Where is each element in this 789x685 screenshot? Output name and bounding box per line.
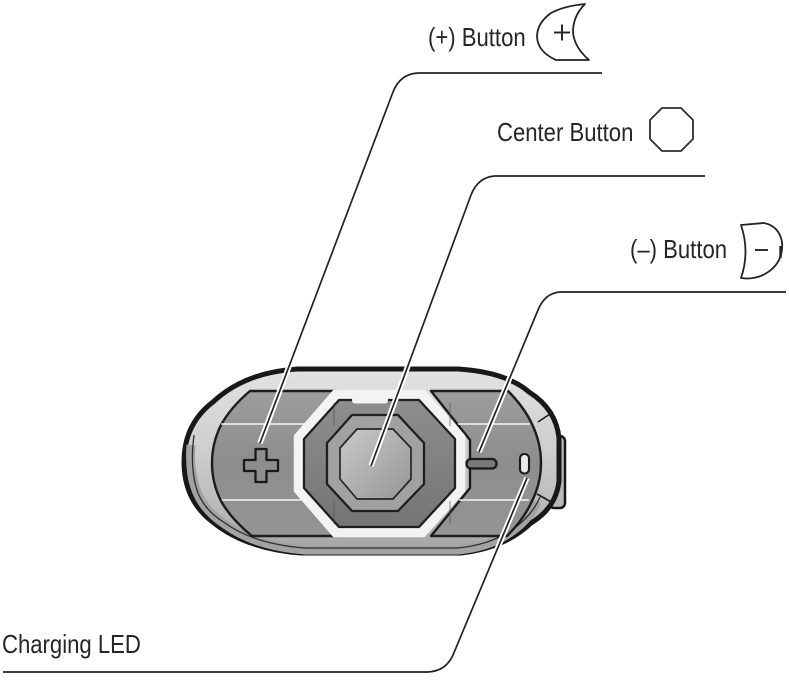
minus-button-leader-line bbox=[478, 291, 786, 453]
minus-button-label: (–) Button bbox=[630, 234, 728, 264]
plus-symbol bbox=[242, 447, 280, 484]
minus-symbol bbox=[465, 457, 498, 470]
body-side-band bbox=[186, 444, 542, 555]
center-button-leader-line bbox=[370, 175, 705, 467]
center-button-label: Center Button bbox=[497, 117, 634, 147]
charging-led-slit bbox=[518, 452, 531, 475]
plus-button-label: (+) Button bbox=[428, 22, 526, 52]
center-button-face bbox=[339, 428, 412, 500]
recess-seams bbox=[333, 403, 451, 524]
recess-top-notch bbox=[352, 396, 388, 404]
charging-led-leader-line bbox=[3, 477, 528, 673]
plus-button-leader-line bbox=[259, 72, 602, 444]
charging-led-label: Charging LED bbox=[2, 629, 141, 659]
body-edge-line bbox=[191, 434, 541, 549]
minus-button-icon bbox=[740, 222, 784, 280]
leader-lines bbox=[3, 70, 786, 675]
center-button-icon bbox=[649, 107, 694, 152]
plus-button-icon bbox=[536, 3, 590, 61]
clamp-seam-lines bbox=[536, 411, 554, 504]
